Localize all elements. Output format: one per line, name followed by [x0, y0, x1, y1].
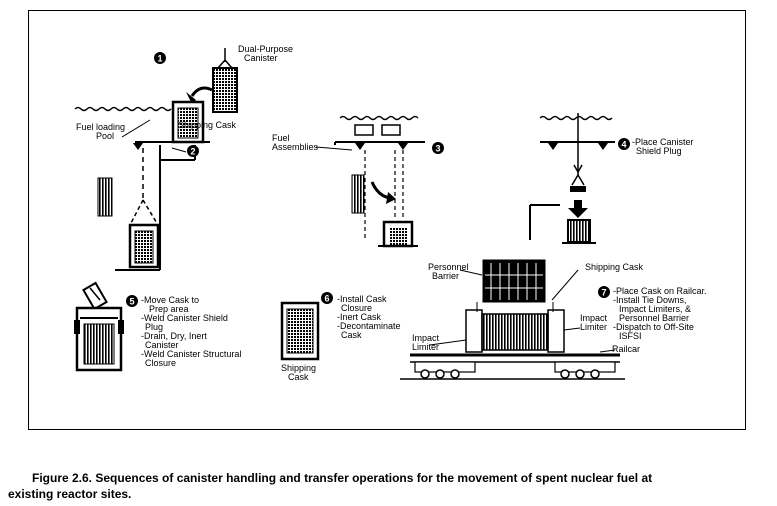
label-place-canister: -Place Canister [632, 137, 694, 147]
label-shipping-cask-7: Shipping Cask [585, 262, 644, 272]
step7-line-2: Impact Limiters, & [619, 304, 691, 314]
step6-line-0: -Install Cask [337, 294, 387, 304]
step-3-marker [432, 142, 444, 154]
step5-prep-area [74, 281, 124, 372]
label-pool: Pool [96, 131, 114, 141]
step-7-number: 7 [601, 288, 606, 298]
step5-line-1: Prep area [149, 304, 189, 314]
step7-line-3: Personnel Barrier [619, 313, 689, 323]
label-impact-right-1: Impact [580, 313, 608, 323]
step6-cask-closure [280, 301, 320, 361]
step-7-marker [598, 286, 610, 298]
step5-line-2: -Weld Canister Shield [141, 313, 228, 323]
label-fuel-loading: Fuel loading [76, 122, 125, 132]
label-shipping-cask-6a: Shipping [281, 363, 316, 373]
step1-2-fuel-pool [74, 48, 238, 271]
step3-fuel-transfer [315, 115, 425, 248]
step5-line-0: -Move Cask to [141, 295, 199, 305]
step5-line-3: Plug [145, 322, 163, 332]
step-3-number: 3 [435, 144, 440, 154]
step7-line-4: -Dispatch to Off-Site [613, 322, 694, 332]
step-5-number: 5 [129, 297, 134, 307]
diagram-labels: Dual-Purpose Canister Shipping Cask Fuel… [76, 44, 707, 382]
process-diagram: 1 2 3 4 5 6 7 Dual-Purpose Canister Ship… [74, 44, 707, 382]
label-canister: Canister [244, 53, 278, 63]
step5-line-5: Canister [145, 340, 179, 350]
dual-purpose-canister [212, 67, 238, 113]
caption-line-2: existing reactor sites. [8, 487, 132, 501]
figure-frame [28, 10, 746, 430]
step-4-number: 4 [621, 140, 626, 150]
step-2-marker [187, 145, 199, 157]
label-assemblies: Assemblies [272, 142, 319, 152]
label-fuel: Fuel [272, 133, 290, 143]
step-5-marker [126, 295, 138, 307]
label-impact-right-2: Limiter [580, 322, 607, 332]
step-1-marker [154, 52, 166, 64]
step6-line-1: Closure [341, 303, 372, 313]
label-personnel: Personnel [428, 262, 469, 272]
label-shipping-cask-6b: Cask [288, 372, 309, 382]
step-6-number: 6 [324, 294, 329, 304]
step7-railcar [400, 259, 625, 380]
label-impact-left-2: Limiter [412, 342, 439, 352]
label-shield-plug: Shield Plug [636, 146, 682, 156]
label-shipping-cask-1: Shipping Cask [178, 120, 237, 130]
step7-line-1: -Install Tie Downs, [613, 295, 687, 305]
step6-line-3: -Decontaminate [337, 321, 401, 331]
step5-line-7: Closure [145, 358, 176, 368]
step5-line-4: -Drain, Dry, Inert [141, 331, 207, 341]
step5-line-6: -Weld Canister Structural [141, 349, 241, 359]
step6-line-2: -Inert Cask [337, 312, 382, 322]
label-railcar: Railcar [612, 344, 640, 354]
label-dual-purpose: Dual-Purpose [238, 44, 293, 54]
step7-line-5: ISFSI [619, 331, 642, 341]
step-1-number: 1 [157, 54, 162, 64]
label-impact-left-1: Impact [412, 333, 440, 343]
step-6-marker [321, 292, 333, 304]
step-markers: 1 2 3 4 5 6 7 [126, 52, 630, 307]
step6-line-4: Cask [341, 330, 362, 340]
step7-line-0: -Place Cask on Railcar. [613, 286, 707, 296]
caption-line-1: Figure 2.6. Sequences of canister handli… [32, 471, 653, 485]
step-4-marker [618, 138, 630, 150]
step4-shield-plug [529, 113, 615, 244]
label-barrier: Barrier [432, 271, 459, 281]
step-2-number: 2 [190, 147, 195, 157]
figure-caption: Figure 2.6. Sequences of canister handli… [8, 470, 708, 502]
